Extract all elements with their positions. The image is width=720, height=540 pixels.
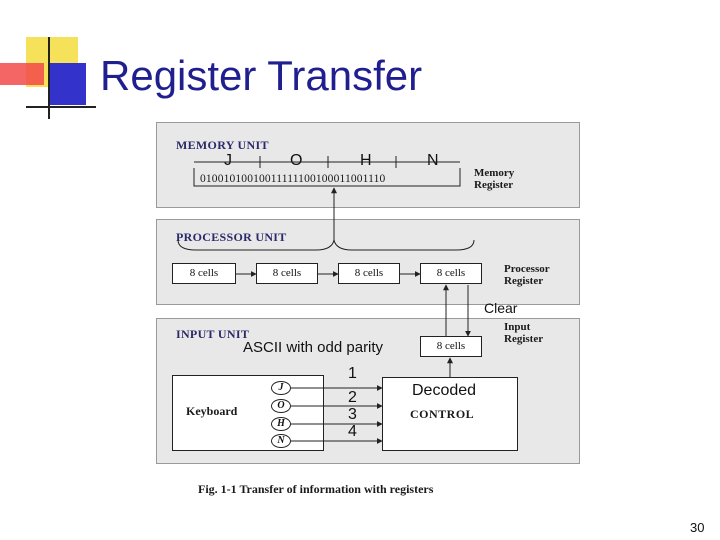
key-h-label: H	[277, 418, 285, 429]
input-unit-label: INPUT UNIT	[176, 327, 250, 341]
input-register-cell: 8 cells	[420, 336, 482, 357]
page-number: 30	[690, 520, 705, 535]
memory-letter-n: N	[427, 152, 439, 169]
processor-unit-panel	[156, 219, 580, 305]
keyboard-label: Keyboard	[186, 404, 238, 418]
wire-number-4: 4	[348, 423, 357, 440]
key-h: H	[271, 417, 291, 431]
processor-cell-1: 8 cells	[172, 263, 236, 284]
key-o: O	[271, 399, 291, 413]
register-transfer-figure: MEMORY UNIT J O H N 01001010010011111100…	[156, 122, 580, 502]
clear-label: Clear	[484, 300, 518, 316]
figure-caption: Fig. 1-1 Transfer of information with re…	[198, 482, 434, 496]
key-n-label: N	[277, 435, 285, 446]
wire-number-1: 1	[348, 365, 357, 382]
processor-cell-2: 8 cells	[256, 263, 318, 284]
keyboard-box	[172, 375, 324, 451]
memory-register-bits: 01001010010011111100100011001110	[200, 173, 386, 185]
memory-register-label-line2: Register	[474, 179, 514, 191]
input-register-label-line1: Input	[504, 321, 531, 333]
parity-label: ASCII with odd parity	[243, 339, 384, 356]
processor-register-label-line1: Processor	[504, 263, 550, 275]
wire-number-2: 2	[348, 389, 357, 406]
decoded-label: Decoded	[412, 382, 477, 399]
memory-letter-o: O	[290, 152, 303, 169]
slide-title: Register Transfer	[100, 52, 423, 99]
control-box	[382, 377, 518, 451]
memory-letter-h: H	[360, 152, 372, 169]
key-j-label: J	[278, 382, 284, 393]
connection-lines	[177, 156, 475, 444]
processor-cell-4: 8 cells	[420, 263, 482, 284]
corner-line-vertical	[48, 37, 50, 119]
processor-register-label-line2: Register	[504, 275, 544, 287]
memory-register-outline	[193, 156, 461, 187]
key-o-label: O	[277, 400, 285, 411]
memory-register-label-line1: Memory	[474, 167, 515, 179]
key-n: N	[271, 434, 291, 448]
memory-unit-panel	[156, 122, 580, 208]
corner-square-red	[0, 63, 44, 85]
memory-unit-label: MEMORY UNIT	[176, 138, 269, 152]
processor-brace	[177, 239, 475, 251]
key-j: J	[271, 381, 291, 395]
processor-cell-3: 8 cells	[338, 263, 400, 284]
corner-line-horizontal	[26, 106, 96, 108]
processor-unit-label: PROCESSOR UNIT	[176, 230, 287, 244]
memory-letter-j: J	[224, 152, 232, 169]
wire-number-3: 3	[348, 406, 357, 423]
corner-square-blue	[50, 63, 86, 105]
control-label: CONTROL	[410, 407, 475, 421]
input-register-label-line2: Register	[504, 333, 544, 345]
